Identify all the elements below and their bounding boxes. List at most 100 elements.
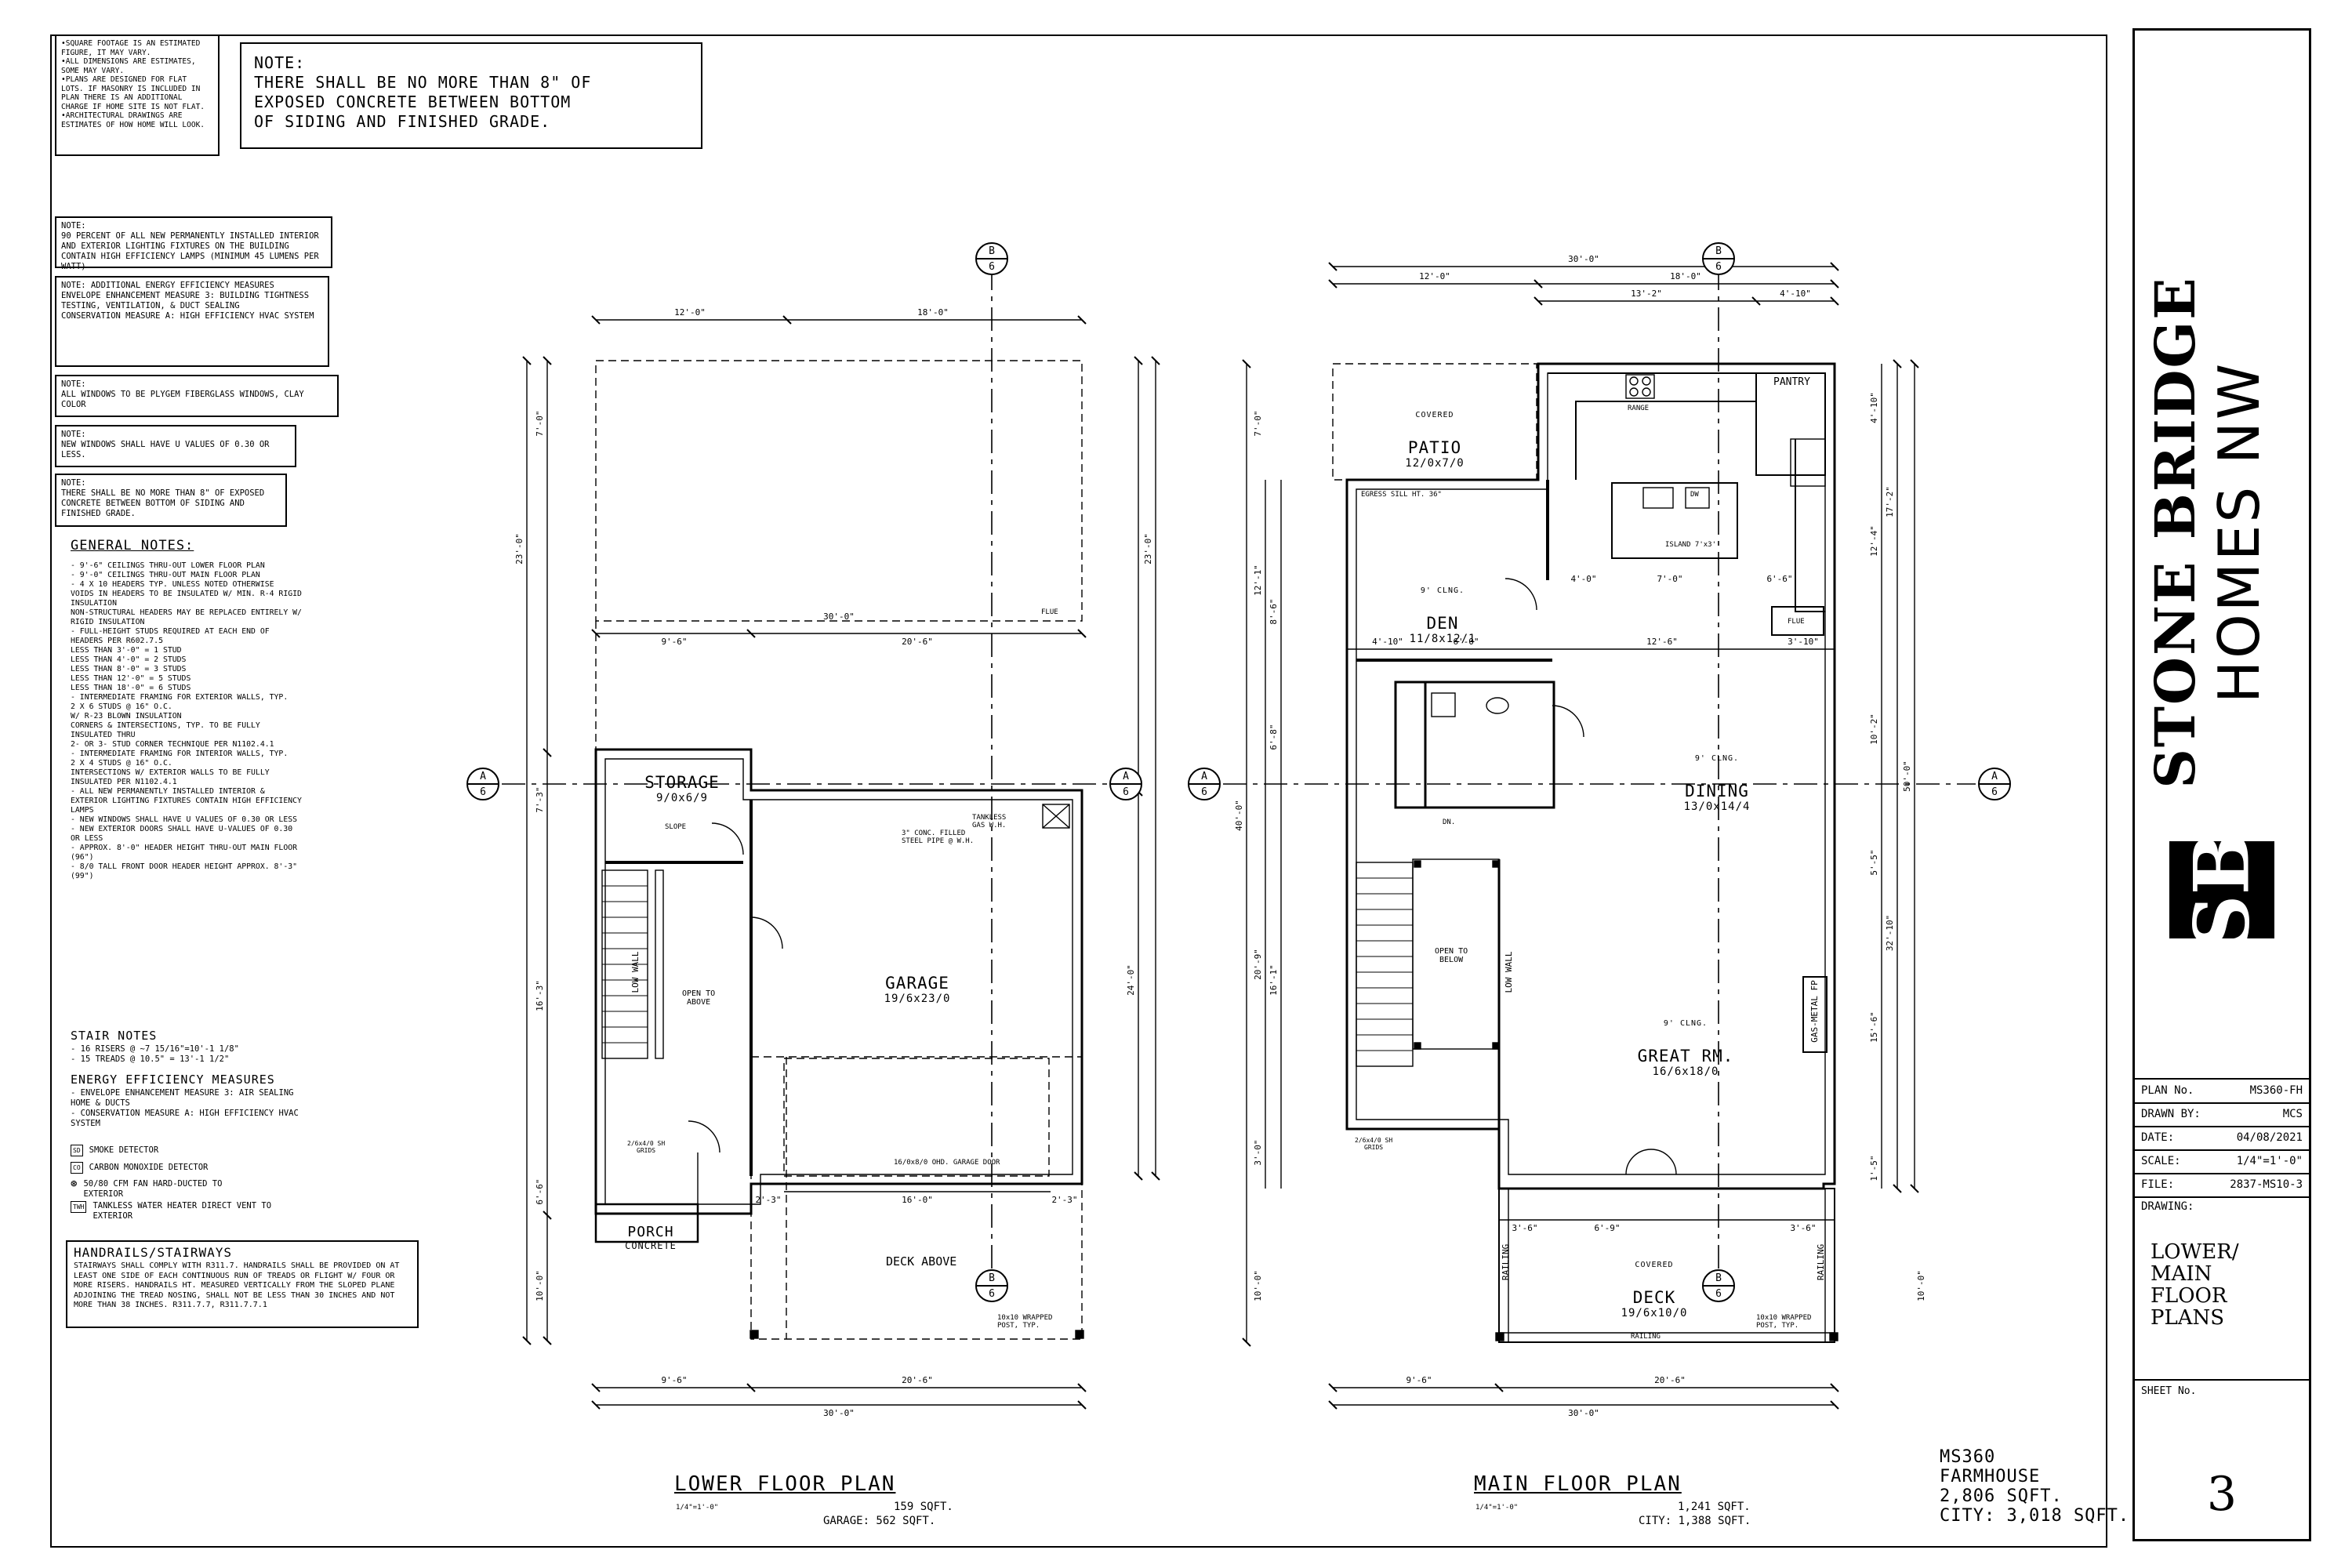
legend-label: CARBON MONOXIDE DETECTOR (89, 1163, 209, 1172)
dim-text: 7'-3" (535, 786, 545, 812)
dim-text: 1'-5" (1869, 1155, 1879, 1181)
legend-row: ⊛50/80 CFM FAN HARD-DUCTED TO EXTERIOR (71, 1178, 321, 1201)
room-name: DINING (1685, 782, 1749, 800)
field-key: DRAWN BY: (2141, 1108, 2201, 1120)
room-size: 19/6x10/0 (1621, 1307, 1688, 1319)
railing-label: RAILING (1501, 1244, 1511, 1280)
section-letter: A (1201, 771, 1207, 782)
legend-label: 50/80 CFM FAN HARD-DUCTED TO EXTERIOR (83, 1179, 223, 1199)
dim-text: 32'-10" (1885, 915, 1895, 951)
lower-plan-title: LOWER FLOOR PLAN (674, 1472, 896, 1496)
field-key: PLAN No. (2141, 1084, 2194, 1097)
room-name: PATIO (1407, 438, 1462, 457)
room-size: 16/6x18/0 (1652, 1065, 1719, 1078)
water-heater-icon: TWH (71, 1201, 87, 1213)
railing-label: RAILING (1816, 1244, 1826, 1280)
dim-text: 17'-2" (1885, 486, 1895, 517)
company-logo-area: STONE BRIDGE HOMES NW SB (2135, 31, 2309, 1050)
room-pre: 9' CLNG. (1694, 754, 1740, 763)
energy-note: NOTE: ADDITIONAL ENERGY EFFICIENCY MEASU… (55, 276, 329, 367)
stair-notes-title: STAIR NOTES (71, 1029, 158, 1043)
dim-text: 4'-0" (1570, 574, 1596, 584)
energy-title: ENERGY EFFICIENCY MEASURES (71, 1073, 275, 1087)
dim-text: 30'-0" (823, 1408, 855, 1418)
section-sheet: 6 (1991, 786, 1998, 798)
handrails-text: STAIRWAYS SHALL COMPLY WITH R311.7. HAND… (74, 1261, 400, 1309)
room-name: GREAT RM. (1637, 1047, 1734, 1065)
field-key: FILE: (2141, 1178, 2175, 1191)
dim-text: 6'-6" (1766, 574, 1792, 584)
room-name: PORCH (627, 1224, 674, 1240)
section-letter: A (480, 771, 486, 782)
egress-label: EGRESS SILL HT. 36" (1361, 491, 1442, 499)
post-label: 10x10 WRAPPED POST, TYP. (1756, 1314, 1812, 1330)
dim-text: 16'-0" (902, 1195, 933, 1205)
dim-text: 6'-8" (1269, 724, 1279, 750)
dim-text: 12'-1" (1253, 564, 1263, 596)
dim-text: 12'-4" (1869, 525, 1879, 557)
dn-label: DN. (1443, 818, 1456, 826)
dim-text: 6'-0" (1453, 637, 1479, 647)
dim-text: 23'-0" (1143, 533, 1153, 564)
section-letter: A (1123, 771, 1129, 782)
island-label: ISLAND 7'x3' (1665, 541, 1717, 549)
dim-text: 30'-0" (823, 612, 855, 622)
field-value: 2837-MS10-3 (2230, 1178, 2303, 1191)
open-to-above-label: OPEN TO ABOVE (682, 989, 716, 1007)
section-letter: B (989, 245, 995, 257)
smoke-detector-icon: SD (71, 1145, 83, 1156)
u-values-note: NOTE: NEW WINDOWS SHALL HAVE U VALUES OF… (55, 425, 296, 467)
dim-text: 30'-0" (1568, 1408, 1599, 1418)
dim-text: 5'-5" (1869, 849, 1879, 875)
room-pre: 9' CLNG. (1420, 586, 1465, 595)
dim-text: 50'-0" (1902, 760, 1912, 792)
lower-plan-garage-sqft: GARAGE: 562 SQFT. (823, 1515, 936, 1527)
dimension-texts: 12'-0" 18'-0" 30'-0" 9'-6" 20'-6" 9'-6" … (661, 254, 1818, 1418)
exposed-concrete-note: NOTE: THERE SHALL BE NO MORE THAN 8" OF … (240, 42, 702, 149)
dim-text: 6'-9" (1594, 1223, 1620, 1233)
plan-number: MS360 (1940, 1447, 1996, 1467)
dim-text: 9'-6" (1406, 1375, 1432, 1385)
drawing-border (50, 34, 2107, 1548)
dw-label: DW (1690, 491, 1699, 499)
room-size: 9/0x6/9 (655, 792, 708, 804)
flue-label: FLUE (1041, 608, 1058, 616)
dim-text: 10'-0" (1916, 1270, 1926, 1301)
dim-text: 3'-0" (1253, 1139, 1263, 1165)
dim-text: 8'-6" (1269, 598, 1279, 624)
dim-text: 12'-0" (674, 307, 706, 318)
room-size: 12/0x7/0 (1405, 457, 1465, 470)
general-notes: - 9'-6" CEILINGS THRU-OUT LOWER FLOOR PL… (71, 561, 302, 880)
section-sheet: 6 (989, 1288, 995, 1300)
field-scale: SCALE:1/4"=1'-0" (2135, 1150, 2309, 1174)
dim-text: 4'-10" (1780, 289, 1811, 299)
field-plan-no: PLAN No.MS360-FH (2135, 1080, 2309, 1104)
room-patio: COVERED PATIO 12/0x7/0 (1380, 392, 1490, 488)
top-note: •ARCHITECTURAL DRAWINGS ARE ESTIMATES OF… (61, 111, 205, 129)
field-value: MCS (2282, 1108, 2303, 1120)
slope-label: SLOPE (665, 823, 687, 831)
dim-text: 15'-6" (1869, 1011, 1879, 1043)
fireplace-label: GAS-METAL FP (1809, 980, 1820, 1043)
window-label: 2/6x4/0 SH GRIDS (627, 1140, 666, 1154)
garage-door-outline (783, 1058, 1050, 1177)
dim-text: 16'-1" (1269, 964, 1279, 996)
dim-text: 18'-0" (917, 307, 949, 318)
room-name: GARAGE (885, 974, 949, 993)
dim-text: 3'-10" (1788, 637, 1819, 647)
field-date: DATE:04/08/2021 (2135, 1127, 2309, 1151)
railing-label: RAILING (1631, 1333, 1661, 1341)
sb-logo: SB (2169, 831, 2274, 949)
dim-text: 16'-3" (535, 980, 545, 1011)
tankless-label: TANKLESS GAS W.H. (972, 814, 1007, 829)
legend-label: TANKLESS WATER HEATER DIRECT VENT TO EXT… (93, 1201, 272, 1221)
lower-plan-scale: 1/4"=1'-0" (676, 1504, 719, 1512)
dim-text: 4'-10" (1372, 637, 1403, 647)
room-den: 9' CLNG. DEN 11/8x12/1 (1388, 568, 1497, 664)
low-wall-label: LOW WALL (1504, 951, 1514, 993)
top-note: •SQUARE FOOTAGE IS AN ESTIMATED FIGURE, … (61, 39, 201, 57)
concrete-note: NOTE: THERE SHALL BE NO MORE THAN 8" OF … (55, 474, 287, 527)
room-name: DECK (1632, 1288, 1676, 1307)
main-plan-scale: 1/4"=1'-0" (1475, 1504, 1519, 1512)
